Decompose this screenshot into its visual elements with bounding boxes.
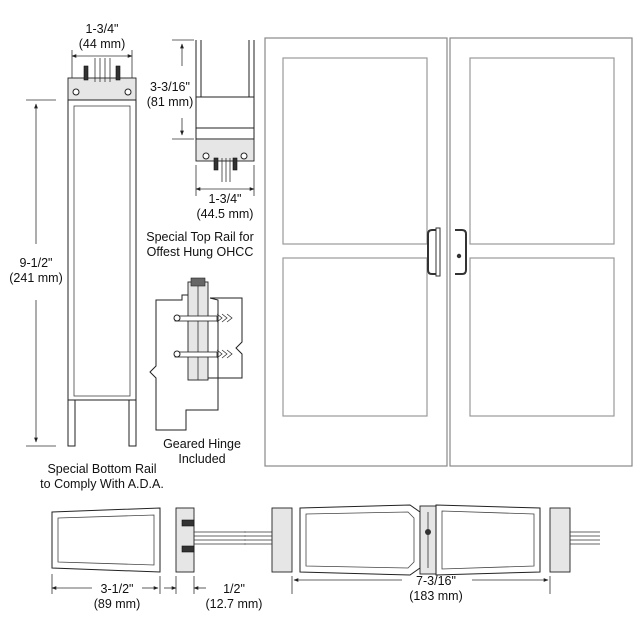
- top-rail-width-dimension: [195, 165, 255, 196]
- top-rail-width-metric: (44.5 mm): [196, 207, 254, 221]
- special-top-rail-note: Special Top Rail for Offest Hung OHCC: [136, 230, 264, 260]
- left-lower-glass: [282, 257, 428, 417]
- right-lower-glass: [469, 257, 615, 417]
- meeting-stiles-dimension: [291, 576, 551, 594]
- glazing-offset-imperial: 1/2": [223, 582, 245, 596]
- stile-width-imperial: 1-3/4": [85, 22, 119, 36]
- stile-width-label: 1-3/4" (44 mm): [66, 22, 138, 52]
- stile-width-dimension: [71, 50, 133, 78]
- bottom-rail-height-label: 9-1/2" (241 mm): [4, 256, 68, 286]
- meeting-stiles-label: 7-3/16" (183 mm): [398, 574, 474, 604]
- top-rail-height-dimension: [172, 39, 194, 140]
- geared-hinge-line2: Included: [178, 452, 226, 466]
- left-upper-glass: [282, 57, 428, 245]
- geared-hinge-note: Geared Hinge Included: [152, 437, 252, 467]
- glazing-offset-dimension: [164, 576, 206, 594]
- top-rail-section: [195, 40, 255, 182]
- top-rail-width-label: 1-3/4" (44.5 mm): [188, 192, 262, 222]
- special-bottom-rail-note: Special Bottom Rail to Comply With A.D.A…: [20, 462, 184, 492]
- top-rail-height-imperial: 3-3/16": [150, 80, 190, 94]
- special-top-rail-line2: Offest Hung OHCC: [146, 245, 254, 259]
- right-upper-glass: [469, 57, 615, 245]
- lock-cylinder-icon: [455, 229, 467, 275]
- top-rail-width-imperial: 1-3/4": [208, 192, 242, 206]
- meeting-stiles-imperial: 7-3/16": [416, 574, 456, 588]
- door-pull-icon: [427, 227, 441, 277]
- bottom-rail-height-metric: (241 mm): [9, 271, 63, 285]
- stile-depth-imperial: 3-1/2": [100, 582, 134, 596]
- stile-depth-dimension: [51, 574, 161, 594]
- bottom-rail-section: [67, 58, 137, 447]
- stile-depth-metric: (89 mm): [93, 597, 141, 611]
- special-top-rail-line1: Special Top Rail for: [146, 230, 254, 244]
- geared-hinge-icon: [149, 277, 243, 431]
- meeting-stiles-metric: (183 mm): [409, 589, 463, 603]
- meeting-stiles-plan-section: [244, 504, 600, 576]
- special-bottom-rail-line2: to Comply With A.D.A.: [40, 477, 164, 491]
- geared-hinge-line1: Geared Hinge: [163, 437, 241, 451]
- glazing-offset-label: 1/2" (12.7 mm): [198, 582, 270, 612]
- special-bottom-rail-line1: Special Bottom Rail: [47, 462, 157, 476]
- bottom-rail-height-imperial: 9-1/2": [19, 256, 53, 270]
- stile-width-metric: (44 mm): [78, 37, 126, 51]
- bottom-rail-height-dimension: [26, 99, 56, 447]
- top-rail-height-label: 3-3/16" (81 mm): [140, 80, 200, 110]
- stile-depth-label: 3-1/2" (89 mm): [84, 582, 150, 612]
- left-stile-plan-section: [51, 507, 246, 573]
- glazing-offset-metric: (12.7 mm): [205, 597, 263, 611]
- double-door-elevation: [264, 37, 633, 467]
- top-rail-height-metric: (81 mm): [146, 95, 194, 109]
